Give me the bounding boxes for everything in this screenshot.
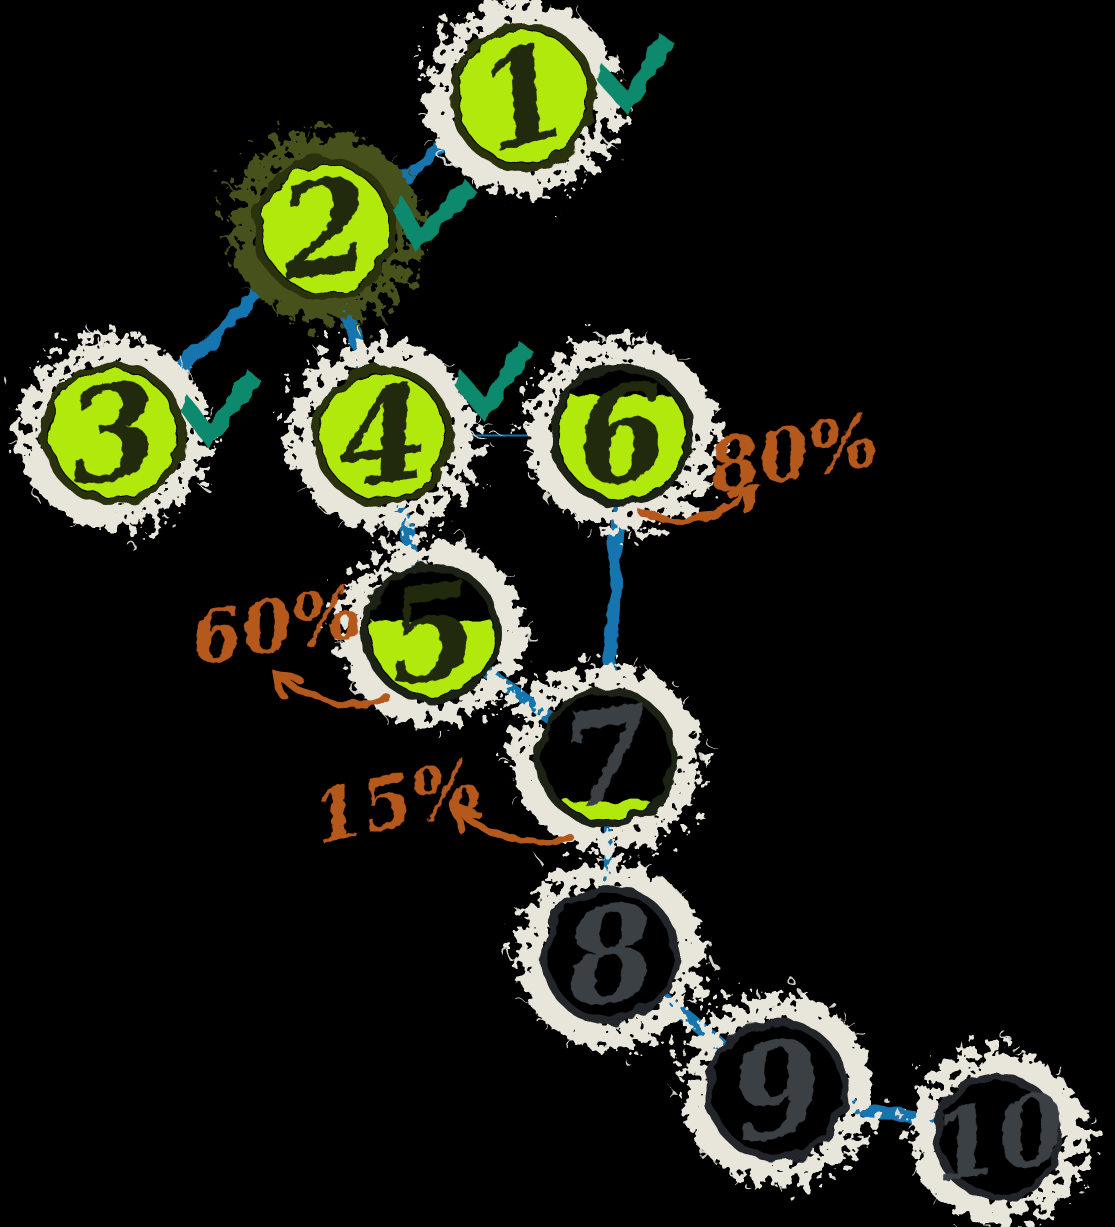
node-5-rim <box>362 563 502 703</box>
node-10-ink-droplets <box>903 1042 1093 1227</box>
node-8[interactable]: 8 <box>509 854 711 1056</box>
progress-label: 80% <box>701 396 886 510</box>
checkmark-icon-node-2 <box>389 180 478 253</box>
node-9-rim <box>705 1018 849 1162</box>
progress-label: 15% <box>304 742 490 861</box>
node-7-number: 7 <box>551 675 662 839</box>
node-1-rim <box>449 23 597 171</box>
node-6-rim <box>550 363 694 507</box>
node-10[interactable]: 10 <box>903 1042 1093 1227</box>
node-7-interior <box>543 694 669 820</box>
node-9-splatter-spikes <box>681 994 873 1186</box>
node-7-rim <box>535 686 677 828</box>
checkmark-icon-node-4 <box>450 342 534 423</box>
node-6-ink-droplets <box>519 332 725 538</box>
node-10-interior <box>942 1081 1054 1193</box>
progress-arrow-icon <box>272 669 395 708</box>
node-5-number: 5 <box>377 551 488 715</box>
node-7-ink-droplets <box>504 655 708 859</box>
node-6-splatter-spikes <box>526 339 718 531</box>
node-4-rim <box>312 365 454 507</box>
node-6-progress-fill <box>559 396 685 498</box>
node-4-progress-fill <box>321 374 445 498</box>
node-6-number: 6 <box>567 353 678 517</box>
node-9-ink-droplets <box>674 987 880 1193</box>
node-8-ink-droplets <box>509 854 711 1056</box>
node-8-number: 8 <box>554 873 666 1037</box>
checkmark-icon-node-3 <box>176 370 262 450</box>
node-1[interactable]: 1 <box>418 0 628 202</box>
node-10-number: 10 <box>922 1070 1073 1204</box>
node-4-splatter-spikes <box>288 341 478 531</box>
progress-label: 60% <box>185 568 369 682</box>
node-7[interactable]: 7 <box>504 655 708 859</box>
node-3-number: 3 <box>58 351 169 515</box>
progress-arrowhead-icon <box>726 481 759 514</box>
node-1-progress-fill <box>458 32 588 162</box>
node-2-progress-fill <box>262 165 388 291</box>
node-1-splatter-spikes <box>425 0 621 195</box>
node-5[interactable]: 5 <box>331 532 533 734</box>
node-2-rim <box>253 156 397 300</box>
node-8-splatter-spikes <box>516 861 704 1049</box>
checkmark-icon-node-1 <box>592 34 675 116</box>
node-9-interior <box>713 1026 841 1154</box>
node-8-interior <box>548 893 672 1017</box>
node-8-rim <box>540 885 680 1025</box>
node-10-rim <box>934 1073 1062 1201</box>
progress-arrowhead-icon <box>450 802 483 835</box>
node-4-ink-droplets <box>281 334 485 538</box>
node-9[interactable]: 9 <box>674 987 880 1193</box>
progress-arrowhead-icon <box>270 667 303 700</box>
node-2-number: 2 <box>269 146 381 310</box>
node-5-ink-droplets <box>331 532 533 734</box>
node-3-progress-fill <box>50 370 176 496</box>
node-4[interactable]: 4 <box>281 334 485 538</box>
node-4-number: 4 <box>328 354 439 518</box>
progress-arrow-icon <box>639 483 757 525</box>
node-5-splatter-spikes <box>338 539 526 727</box>
node-10-splatter-spikes <box>910 1049 1086 1225</box>
progress-arrow-icon <box>452 804 575 845</box>
node-3-rim <box>41 361 185 505</box>
node-7-splatter-spikes <box>511 662 701 852</box>
node-6[interactable]: 6 <box>519 332 725 538</box>
